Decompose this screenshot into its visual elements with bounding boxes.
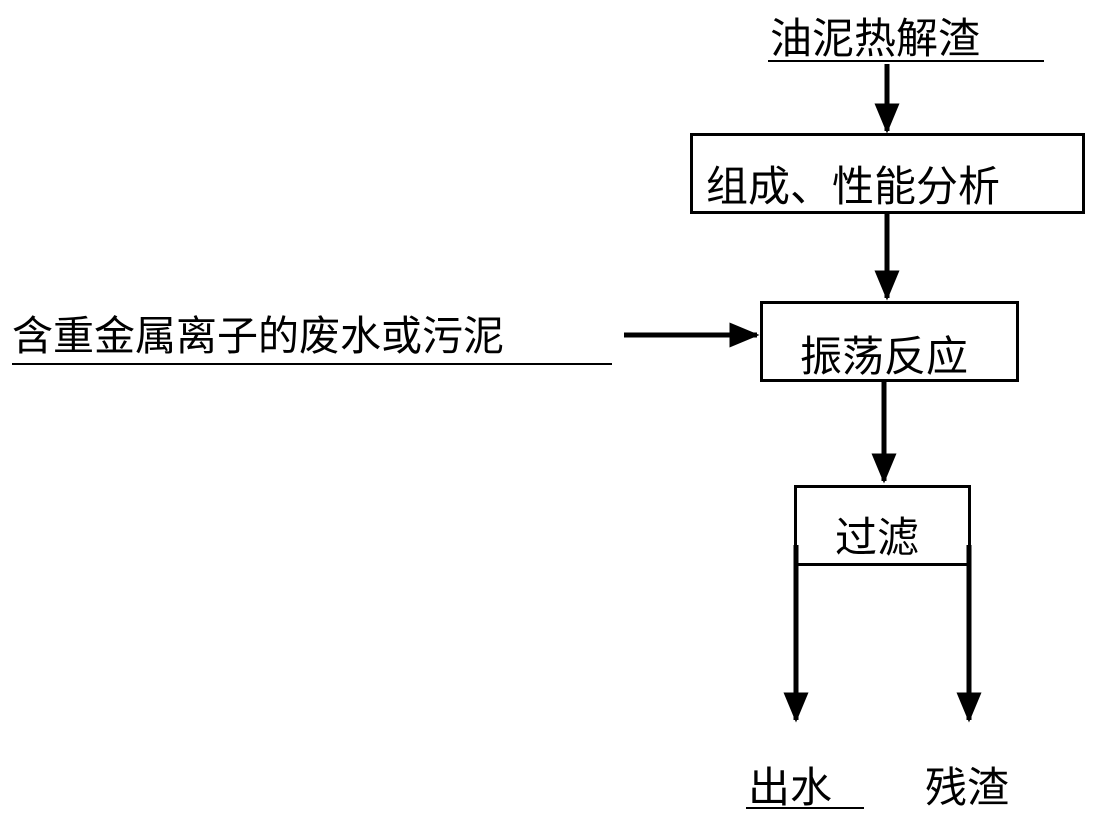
output-water-label: 出水 [748, 763, 833, 812]
input-pyrolysis-residue-label: 油泥热解渣 [770, 14, 981, 63]
input-wastewater-label: 含重金属离子的废水或污泥 [12, 312, 504, 360]
filter-box-label: 过滤 [835, 513, 920, 562]
output-residue-label: 残渣 [925, 763, 1010, 812]
shake-reaction-box-label: 振荡反应 [800, 332, 969, 381]
analysis-box [690, 133, 1085, 214]
filter-box [794, 485, 971, 566]
analysis-box-label: 组成、性能分析 [706, 162, 1001, 211]
shake-reaction-box [760, 301, 1019, 382]
